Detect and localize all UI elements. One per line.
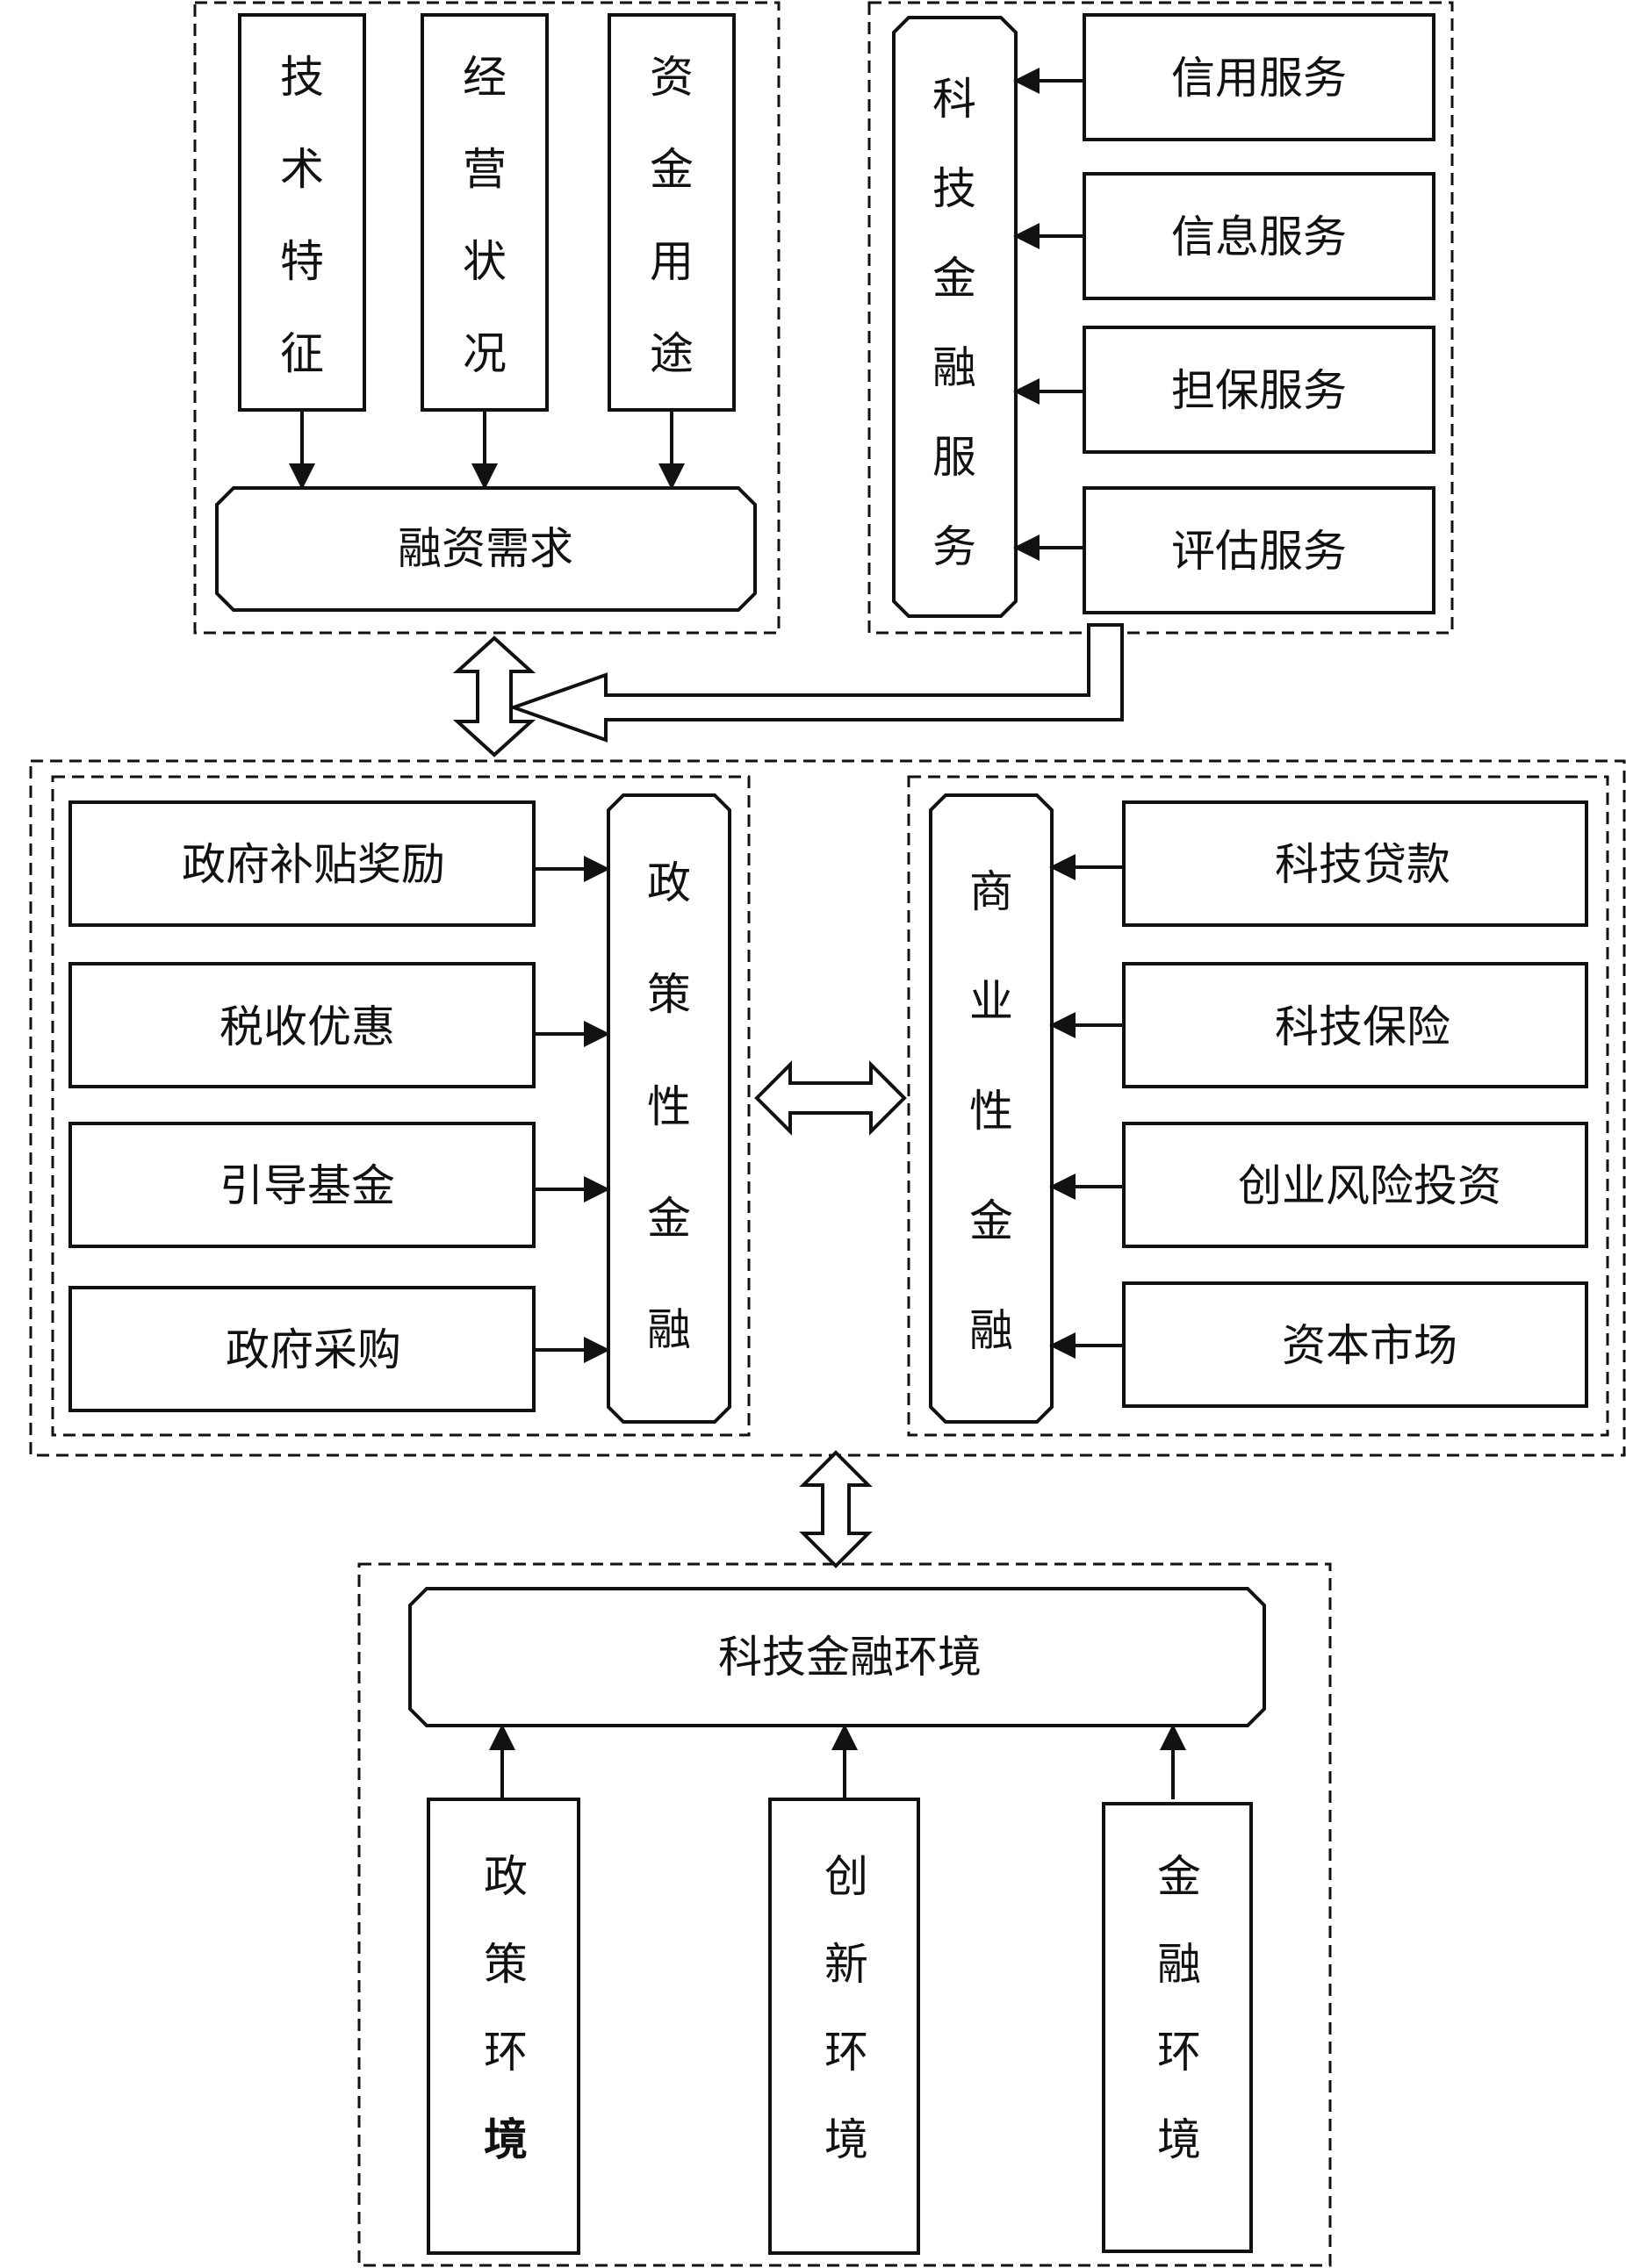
service-box-guarantee [1083, 326, 1435, 454]
services-column-char-1: 科 [932, 74, 976, 125]
financing-demand-group [193, 1, 781, 635]
policy-column-char-3: 性 [647, 1081, 691, 1132]
innovation-env-char-1: 创 [824, 1851, 868, 1902]
service-box-credit [1083, 13, 1435, 141]
double-arrow-middle-environment [799, 1450, 873, 1568]
commercial-venture-label: 创业风险投资 [1238, 1160, 1501, 1211]
policy-procurement-label: 政府采购 [226, 1324, 401, 1375]
service-box-evaluation [1083, 486, 1435, 614]
factor-operation-char-3: 状 [463, 236, 507, 287]
commercial-column-char-4: 金 [969, 1195, 1013, 1246]
innovation-env-char-4: 境 [824, 2114, 868, 2165]
commercial-item-capital-market [1122, 1281, 1588, 1408]
double-arrow-demand-middle [452, 635, 536, 757]
tech-finance-services-group [867, 1, 1454, 635]
factor-operation-char-4: 况 [463, 328, 507, 379]
policy-env-char-4: 境 [484, 2114, 528, 2165]
finance-env-char-2: 融 [1157, 1939, 1201, 1990]
commercial-loans-label: 科技贷款 [1275, 839, 1450, 890]
policy-item-tax [68, 962, 536, 1088]
tech-finance-environment-box [408, 1587, 1266, 1727]
tech-finance-environment-label: 科技金融环境 [718, 1632, 982, 1683]
finance-env-char-4: 境 [1157, 2114, 1201, 2165]
factor-tech-char-2: 术 [280, 144, 324, 195]
commercial-column-char-3: 性 [969, 1086, 1013, 1137]
services-column-char-6: 务 [932, 521, 976, 572]
tech-finance-services-column [892, 16, 1018, 618]
factor-box-operation-status [421, 13, 549, 412]
factor-usage-char-4: 途 [650, 328, 694, 379]
policy-tax-label: 税收优惠 [219, 1001, 395, 1052]
policy-env-char-3: 环 [484, 2027, 528, 2078]
policy-item-subsidy [68, 800, 536, 927]
policy-column-char-1: 政 [647, 858, 691, 908]
policy-column-char-4: 金 [647, 1193, 691, 1244]
financing-demand-box [215, 486, 757, 612]
commercial-finance-column [929, 793, 1054, 1424]
factor-usage-char-3: 用 [650, 236, 694, 287]
service-box-information [1083, 172, 1435, 300]
innovation-env-char-2: 新 [824, 1939, 868, 1990]
commercial-column-char-1: 商 [969, 866, 1013, 917]
service-information-label: 信息服务 [1171, 212, 1347, 262]
policy-subsidy-label: 政府补贴奖励 [182, 839, 445, 890]
services-column-char-4: 融 [932, 342, 976, 393]
commercial-item-venture [1122, 1122, 1588, 1248]
commercial-column-char-2: 业 [969, 976, 1013, 1027]
policy-column-char-5: 融 [647, 1304, 691, 1355]
factor-usage-char-1: 资 [650, 52, 694, 103]
service-credit-label: 信用服务 [1171, 53, 1347, 104]
finance-env-char-1: 金 [1157, 1851, 1201, 1902]
service-evaluation-label: 评估服务 [1171, 526, 1347, 577]
policy-finance-group [51, 775, 751, 1437]
source-box-innovation-environment [768, 1798, 920, 2255]
commercial-item-insurance [1122, 962, 1588, 1088]
finance-env-char-3: 环 [1157, 2027, 1201, 2078]
policy-column-char-2: 策 [647, 969, 691, 1020]
double-arrow-policy-commercial [754, 1060, 907, 1136]
commercial-insurance-label: 科技保险 [1275, 1001, 1450, 1052]
finance-system-group [29, 759, 1626, 1457]
financing-demand-label: 融资需求 [398, 523, 573, 574]
source-box-policy-environment [427, 1798, 580, 2255]
policy-env-char-2: 策 [484, 1939, 528, 1990]
commercial-capital-market-label: 资本市场 [1282, 1320, 1457, 1371]
policy-finance-column [607, 793, 731, 1424]
source-box-finance-environment [1102, 1802, 1253, 2253]
commercial-item-loans [1122, 800, 1588, 927]
environment-group [357, 1562, 1332, 2267]
policy-fund-label: 引导基金 [219, 1160, 395, 1211]
innovation-env-char-3: 环 [824, 2027, 868, 2078]
policy-item-fund [68, 1122, 536, 1248]
factor-operation-char-1: 经 [463, 52, 507, 103]
services-column-char-3: 金 [932, 253, 976, 304]
policy-env-char-1: 政 [484, 1851, 528, 1902]
services-column-char-2: 技 [932, 163, 976, 214]
factor-tech-char-3: 特 [280, 236, 324, 287]
factor-tech-char-1: 技 [280, 52, 324, 103]
factor-operation-char-2: 营 [463, 144, 507, 195]
commercial-finance-group [907, 775, 1609, 1437]
commercial-column-char-5: 融 [969, 1305, 1013, 1356]
policy-item-procurement [68, 1286, 536, 1412]
hollow-arrow-services-to-junction [507, 623, 1124, 743]
service-guarantee-label: 担保服务 [1171, 365, 1347, 416]
services-column-char-5: 服 [932, 432, 976, 483]
factor-usage-char-2: 金 [650, 144, 694, 195]
factor-tech-char-4: 征 [280, 328, 324, 379]
